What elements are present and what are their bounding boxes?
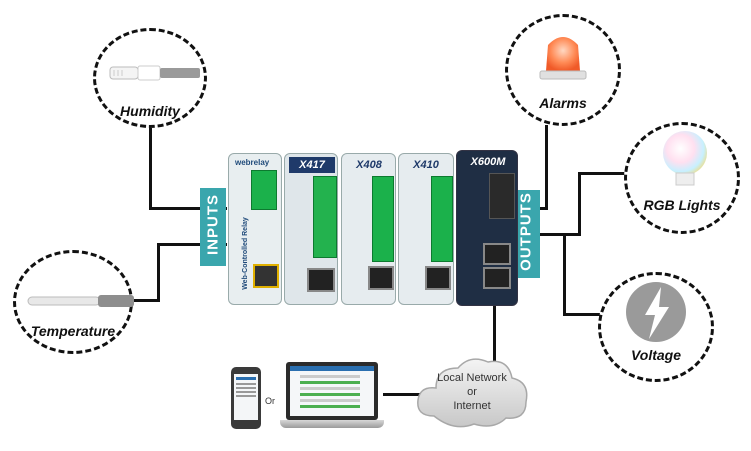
laptop-display bbox=[290, 366, 374, 416]
smartphone-screen bbox=[234, 374, 258, 420]
alarms-connector-vertical bbox=[545, 125, 548, 210]
inputs-bar: INPUTS bbox=[200, 188, 226, 266]
webrelay-ethernet-port bbox=[253, 264, 279, 288]
rgb-connector-vertical bbox=[578, 172, 581, 236]
x600m-ethernet-port-1 bbox=[483, 243, 511, 265]
webrelay-module: webrelay Web-Controlled Relay bbox=[228, 153, 282, 305]
x408-ethernet-port bbox=[368, 266, 394, 290]
x408-module: X408 bbox=[341, 153, 396, 305]
webrelay-model-label: Web-Controlled Relay bbox=[241, 217, 249, 290]
x417-header: X417 bbox=[289, 157, 335, 173]
x417-ethernet-port bbox=[307, 268, 335, 292]
rgb-lights-circle: RGB Lights bbox=[624, 122, 740, 234]
rgb-connector-horizontal bbox=[540, 233, 581, 236]
outputs-label: OUTPUTS bbox=[517, 192, 535, 271]
humidity-sensor-icon bbox=[109, 65, 200, 81]
x410-header: X410 bbox=[413, 159, 439, 171]
rgb-connector-top bbox=[578, 172, 628, 175]
inputs-label: INPUTS bbox=[204, 194, 222, 256]
humidity-connector-vertical bbox=[149, 128, 152, 210]
x600m-terminal-block bbox=[489, 173, 515, 219]
temperature-label: Temperature bbox=[30, 323, 116, 339]
x410-terminal-block bbox=[431, 176, 453, 262]
temperature-connector-vertical bbox=[157, 245, 160, 302]
x600m-ethernet-port-2 bbox=[483, 267, 511, 289]
x410-module: X410 bbox=[398, 153, 454, 305]
network-line-3: Internet bbox=[453, 400, 491, 412]
laptop-base bbox=[280, 420, 384, 428]
x417-module: X417 bbox=[284, 153, 338, 305]
temperature-connector-horizontal bbox=[130, 299, 160, 302]
x408-terminal-block bbox=[372, 176, 394, 262]
smartphone bbox=[231, 367, 261, 429]
alarms-circle: Alarms bbox=[505, 14, 621, 126]
laptop bbox=[280, 362, 384, 434]
webrelay-terminal-block bbox=[251, 170, 277, 210]
laptop-screen bbox=[286, 362, 378, 420]
x600m-module: X600M bbox=[456, 150, 518, 306]
alarm-beacon-icon bbox=[539, 37, 587, 80]
webrelay-brand: webrelay bbox=[235, 158, 270, 167]
rgb-lights-label: RGB Lights bbox=[643, 197, 721, 213]
x410-ethernet-port bbox=[425, 266, 451, 290]
or-label: Or bbox=[265, 396, 275, 406]
humidity-circle: Humidity bbox=[93, 28, 207, 128]
rgb-bulb-icon bbox=[663, 131, 707, 186]
cloud-icon bbox=[417, 358, 528, 428]
x408-header: X408 bbox=[356, 159, 382, 171]
x600m-header: X600M bbox=[470, 156, 506, 168]
alarms-label: Alarms bbox=[539, 95, 587, 111]
temperature-connector-top bbox=[157, 243, 227, 246]
lightning-bolt-icon bbox=[626, 282, 686, 342]
laptop-network-connector bbox=[383, 393, 420, 396]
humidity-connector-horizontal bbox=[149, 207, 227, 210]
network-label: Local Network or Internet bbox=[420, 371, 524, 413]
voltage-connector-horizontal bbox=[563, 313, 608, 316]
temperature-probe-icon bbox=[27, 295, 134, 307]
temperature-circle: Temperature bbox=[13, 250, 134, 354]
network-line-2: or bbox=[467, 386, 477, 398]
network-connector-vertical bbox=[493, 300, 496, 362]
network-line-1: Local Network bbox=[437, 372, 507, 384]
voltage-label: Voltage bbox=[630, 347, 682, 363]
voltage-connector-vertical bbox=[563, 236, 566, 316]
voltage-circle: Voltage bbox=[598, 272, 714, 382]
humidity-label: Humidity bbox=[120, 103, 180, 119]
x417-terminal-block bbox=[313, 176, 337, 258]
